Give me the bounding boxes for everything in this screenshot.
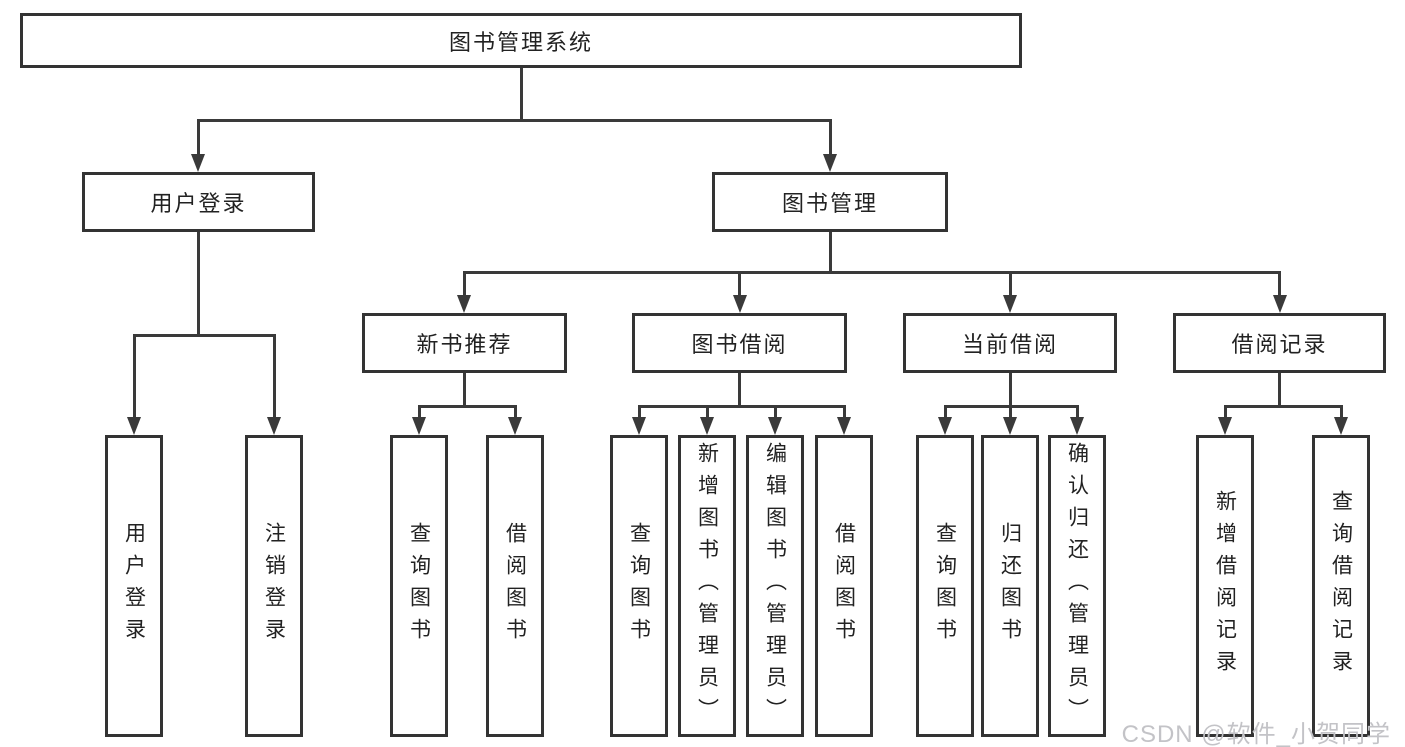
arrowhead-down-icon (837, 417, 851, 435)
arrowhead-down-icon (1218, 417, 1232, 435)
connector-borrowrecord-stub (1278, 373, 1281, 407)
leaf-logout: 注销登录 (245, 435, 303, 737)
connector-arrow-shaft (1075, 405, 1079, 421)
arrowhead-down-icon (938, 417, 952, 435)
connector-bookmgmt-stub (828, 232, 832, 274)
arrowhead-down-icon (1272, 295, 1287, 313)
leaf-logout-label: 注销登录 (262, 522, 286, 650)
node-user-login-label: 用户登录 (150, 191, 247, 216)
leaf-confirm-return-admin-label: 确认归还（管理员） (1065, 442, 1089, 730)
connector-arrow-shaft (513, 405, 517, 421)
arrowhead-down-icon (768, 417, 782, 435)
connector-arrow-shaft (828, 119, 832, 160)
leaf-query-borrow-record: 查询借阅记录 (1312, 435, 1370, 737)
leaf-query-books-borrow: 查询图书 (610, 435, 668, 737)
node-root: 图书管理系统 (20, 13, 1022, 68)
arrowhead-down-icon (191, 154, 205, 172)
arrowhead-down-icon (632, 417, 646, 435)
node-new-book-recommend-label: 新书推荐 (416, 332, 513, 357)
arrowhead-down-icon (1003, 417, 1017, 435)
connector-level1-hline (197, 119, 832, 122)
connector-arrow-shaft (637, 405, 641, 421)
connector-arrow-shaft (842, 405, 846, 421)
connector-arrow-shaft (1008, 271, 1012, 301)
connector-arrow-shaft (196, 119, 200, 160)
connector-arrow-shaft (705, 405, 709, 421)
connector-arrow-shaft (1223, 405, 1227, 421)
arrowhead-down-icon (732, 295, 747, 313)
node-borrow-record: 借阅记录 (1173, 313, 1386, 373)
leaf-query-books-newbook-label: 查询图书 (407, 522, 431, 650)
leaf-borrow-books-borrow-label: 借阅图书 (832, 522, 856, 650)
connector-root-stub (519, 68, 523, 121)
node-book-management-label: 图书管理 (781, 191, 878, 216)
connector-userlogin-hline (132, 334, 276, 337)
connector-newbook-hline (417, 405, 517, 408)
leaf-user-login: 用户登录 (105, 435, 163, 737)
leaf-borrow-books-borrow: 借阅图书 (815, 435, 873, 737)
connector-arrow-shaft (272, 334, 276, 423)
node-current-borrow-label: 当前借阅 (961, 332, 1058, 357)
connector-newbook-stub (462, 373, 466, 407)
node-book-borrow: 图书借阅 (632, 313, 847, 373)
arrowhead-down-icon (1070, 417, 1084, 435)
connector-borrowrecord-hline (1223, 405, 1343, 408)
leaf-add-borrow-record-label: 新增借阅记录 (1213, 490, 1237, 682)
node-book-borrow-label: 图书借阅 (691, 332, 788, 357)
leaf-query-books-current-label: 查询图书 (933, 522, 957, 650)
connector-arrow-shaft (417, 405, 421, 421)
arrowhead-down-icon (700, 417, 714, 435)
connector-bookborrow-hline (637, 405, 846, 408)
node-borrow-record-label: 借阅记录 (1231, 332, 1328, 357)
arrowhead-down-icon (1003, 295, 1017, 313)
arrowhead-down-icon (1334, 417, 1348, 435)
arrowhead-down-icon (127, 417, 141, 435)
connector-arrow-shaft (132, 334, 136, 423)
leaf-query-books-borrow-label: 查询图书 (627, 522, 651, 650)
leaf-query-books-newbook: 查询图书 (390, 435, 448, 737)
arrowhead-down-icon (457, 295, 471, 313)
connector-arrow-shaft (1339, 405, 1343, 421)
node-user-login: 用户登录 (82, 172, 315, 232)
leaf-user-login-label: 用户登录 (122, 522, 146, 650)
connector-currentborrow-stub (1008, 373, 1012, 407)
leaf-query-books-current: 查询图书 (916, 435, 974, 737)
node-book-management: 图书管理 (712, 172, 948, 232)
node-new-book-recommend: 新书推荐 (362, 313, 567, 373)
leaf-add-book-admin-label: 新增图书（管理员） (695, 442, 719, 730)
connector-level3-hline (463, 271, 1280, 274)
arrowhead-down-icon (823, 154, 837, 172)
connector-arrow-shaft (1008, 405, 1012, 421)
arrowhead-down-icon (508, 417, 522, 435)
connector-arrow-shaft (1278, 271, 1281, 301)
connector-arrow-shaft (943, 405, 947, 421)
connector-arrow-shaft (738, 271, 741, 301)
leaf-borrow-books-newbook: 借阅图书 (486, 435, 544, 737)
node-root-label: 图书管理系统 (448, 29, 593, 55)
arrowhead-down-icon (412, 417, 426, 435)
leaf-confirm-return-admin: 确认归还（管理员） (1048, 435, 1106, 737)
connector-arrow-shaft (462, 271, 466, 301)
csdn-watermark: CSDN @软件_小贺同学 (1121, 721, 1391, 747)
leaf-borrow-books-newbook-label: 借阅图书 (503, 522, 527, 650)
connector-userlogin-stub (196, 232, 200, 337)
leaf-add-book-admin: 新增图书（管理员） (678, 435, 736, 737)
arrowhead-down-icon (267, 417, 281, 435)
node-current-borrow: 当前借阅 (903, 313, 1117, 373)
leaf-query-borrow-record-label: 查询借阅记录 (1329, 490, 1353, 682)
connector-arrow-shaft (773, 405, 777, 421)
leaf-return-book: 归还图书 (981, 435, 1039, 737)
leaf-edit-book-admin: 编辑图书（管理员） (746, 435, 804, 737)
leaf-add-borrow-record: 新增借阅记录 (1196, 435, 1254, 737)
connector-bookborrow-stub (738, 373, 741, 407)
leaf-edit-book-admin-label: 编辑图书（管理员） (763, 442, 787, 730)
leaf-return-book-label: 归还图书 (998, 522, 1022, 650)
